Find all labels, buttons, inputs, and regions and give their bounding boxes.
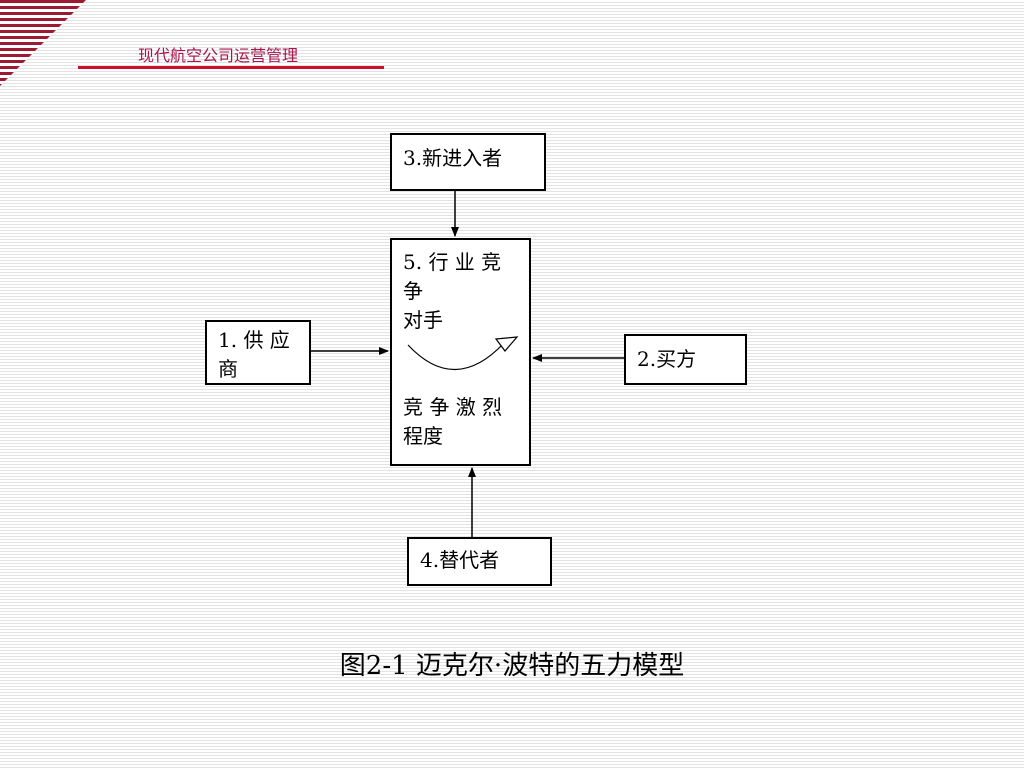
figure-caption: 图2-1 迈克尔·波特的五力模型: [339, 651, 685, 681]
rivalry-label-line1: 5. 行 业 竞: [403, 250, 502, 274]
rivalry-blank-line: [403, 364, 521, 393]
rivalry-curve-space: [403, 335, 521, 364]
buyer-box: 2.买方: [624, 334, 747, 385]
rivalry-label-line5: 程度: [403, 424, 443, 448]
rivalry-label-line2: 争: [403, 279, 423, 303]
supplier-box: 1. 供 应 商: [205, 320, 311, 385]
header-title: 现代航空公司运营管理: [138, 46, 299, 65]
substitute-box: 4.替代者: [407, 537, 552, 586]
supplier-label-line1: 1. 供 应: [218, 328, 290, 352]
substitute-label: 4.替代者: [420, 548, 500, 572]
rivalry-label-line3: 对手: [403, 308, 443, 332]
header-rule: [78, 66, 384, 69]
supplier-label-line2: 商: [218, 357, 238, 381]
new-entrants-box: 3.新进入者: [390, 133, 546, 191]
corner-stripes-decoration: [0, 0, 86, 86]
buyer-label: 2.买方: [637, 347, 697, 371]
industry-rivalry-box: 5. 行 业 竞 争 对手 竞 争 激 烈 程度: [390, 238, 531, 466]
new-entrants-label: 3.新进入者: [403, 146, 503, 170]
rivalry-label-line4: 竞 争 激 烈: [403, 395, 503, 419]
